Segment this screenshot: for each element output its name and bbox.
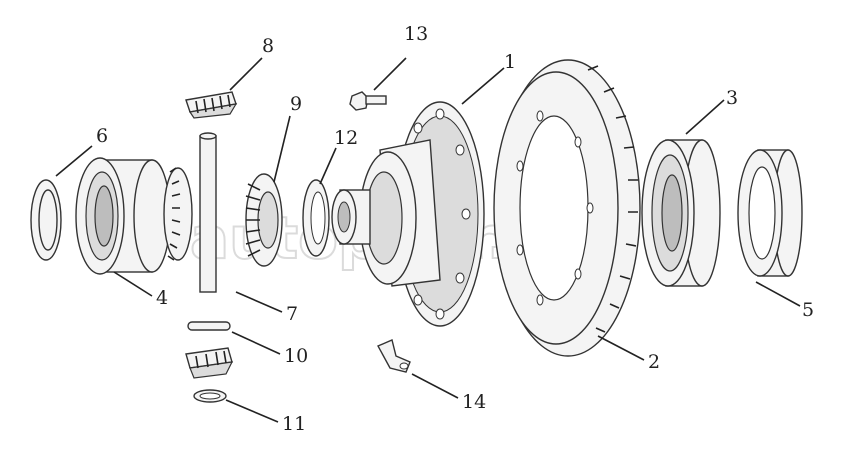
part-7-shaft [199, 132, 217, 293]
label-12: 12 [334, 127, 358, 149]
part-6-seal [30, 179, 62, 261]
leader-6 [55, 145, 93, 177]
part-10-bevel-gear [185, 347, 234, 379]
leader-lines [55, 57, 801, 423]
label-2: 2 [648, 351, 660, 373]
part-9-bevel-gear [245, 173, 283, 267]
leader-7 [235, 291, 283, 313]
part-14-clip [377, 339, 411, 373]
part-11-washer [193, 389, 227, 403]
label-13: 13 [404, 23, 428, 45]
label-3: 3 [726, 87, 738, 109]
leader-10 [231, 331, 281, 355]
leader-4 [113, 271, 153, 297]
label-8: 8 [262, 35, 274, 57]
part-2-ring-gear [493, 59, 641, 357]
label-4: 4 [156, 287, 168, 309]
label-7: 7 [286, 303, 298, 325]
leader-8 [229, 57, 263, 91]
part-10-pin [187, 321, 231, 331]
part-13-bolt [349, 91, 387, 111]
label-6: 6 [96, 125, 108, 147]
part-4-bearing-gear [75, 157, 193, 275]
label-14: 14 [462, 391, 486, 413]
label-11: 11 [282, 413, 306, 435]
part-12-washer [302, 179, 330, 257]
label-10: 10 [284, 345, 308, 367]
part-labels: 6 4 8 7 9 10 11 12 13 1 2 3 5 14 [96, 23, 814, 435]
leader-1 [461, 67, 505, 105]
label-5: 5 [802, 299, 814, 321]
leader-2 [597, 335, 645, 361]
label-9: 9 [290, 93, 302, 115]
leader-13 [373, 57, 407, 91]
part-3-bearing [641, 139, 721, 287]
leader-5 [755, 281, 801, 307]
label-1: 1 [504, 51, 516, 73]
leader-3 [685, 99, 725, 135]
part-1-housing [331, 101, 485, 327]
leader-11 [225, 399, 279, 423]
leader-12 [319, 147, 337, 185]
leader-14 [411, 373, 459, 399]
part-8-bevel-gear [185, 91, 238, 119]
leader-9 [273, 115, 291, 183]
part-5-seal [737, 149, 803, 277]
